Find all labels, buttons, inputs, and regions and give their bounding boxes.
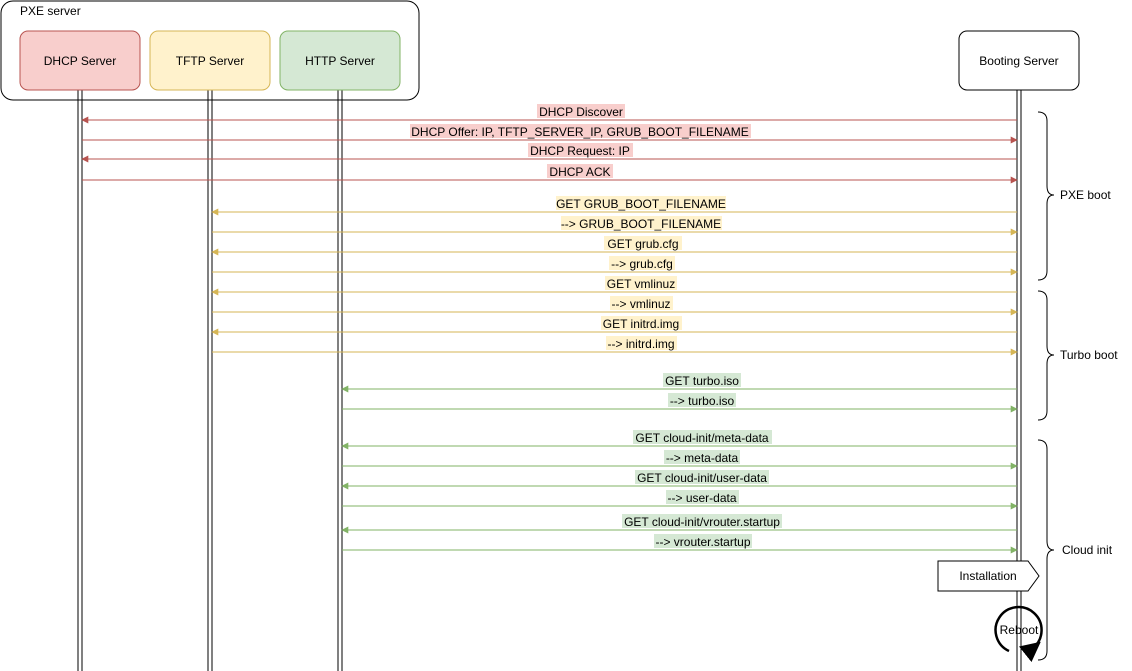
actor-booting-server[interactable]: Booting Server [958, 30, 1080, 91]
actor-tftp-server[interactable]: TFTP Server [149, 30, 271, 91]
brace [1037, 439, 1055, 661]
message-label: GET turbo.iso [665, 374, 739, 388]
message[interactable]: GET vmlinuz [211, 276, 1017, 296]
lifeline-http [337, 90, 343, 671]
message[interactable]: GET cloud-init/meta-data [341, 430, 1017, 450]
reboot-step[interactable]: Reboot [994, 605, 1043, 663]
pxe-server-label: PXE server [20, 4, 81, 18]
actor-http-server[interactable]: HTTP Server [279, 30, 401, 91]
messages: DHCP Discover DHCP Offer: IP, TFTP_SERVE… [81, 104, 1018, 554]
message[interactable]: --> turbo.iso [342, 393, 1018, 413]
message[interactable]: DHCP ACK [82, 164, 1018, 184]
message-label: GET initrd.img [603, 317, 679, 331]
message-label: DHCP ACK [549, 165, 610, 179]
message[interactable]: DHCP Request: IP [81, 143, 1017, 163]
message-label: --> turbo.iso [670, 394, 735, 408]
lifeline-dhcp [77, 90, 83, 671]
message[interactable]: --> GRUB_BOOT_FILENAME [212, 216, 1018, 236]
message-label: --> meta-data [666, 451, 739, 465]
message[interactable]: --> vrouter.startup [342, 534, 1018, 554]
group-pxe-boot: PXE boot [1037, 111, 1111, 281]
message[interactable]: DHCP Offer: IP, TFTP_SERVER_IP, GRUB_BOO… [82, 124, 1018, 144]
message-label: DHCP Offer: IP, TFTP_SERVER_IP, GRUB_BOO… [411, 125, 748, 139]
message[interactable]: GET grub.cfg [211, 236, 1017, 256]
message-label: --> user-data [667, 491, 736, 505]
message[interactable]: GET initrd.img [211, 316, 1017, 336]
message-label: DHCP Request: IP [530, 144, 630, 158]
group-label: Cloud init [1062, 543, 1113, 557]
message-label: GET vmlinuz [607, 277, 675, 291]
message-label: GET cloud-init/meta-data [635, 431, 768, 445]
group-turbo-boot: Turbo boot [1037, 290, 1118, 421]
actor-tftp-label: TFTP Server [176, 54, 244, 68]
brace [1037, 290, 1055, 421]
message[interactable]: --> user-data [342, 490, 1018, 510]
message-label: GET cloud-init/vrouter.startup [624, 515, 780, 529]
reboot-icon [994, 605, 1043, 663]
message[interactable]: GET turbo.iso [341, 373, 1017, 393]
installation-label: Installation [959, 569, 1016, 583]
actor-dhcp-label: DHCP Server [44, 54, 116, 68]
message[interactable]: GET cloud-init/vrouter.startup [341, 514, 1017, 534]
message[interactable]: --> vmlinuz [212, 296, 1018, 316]
actor-boot-label: Booting Server [979, 54, 1058, 68]
group-cloud-init: Cloud init [1037, 439, 1113, 661]
message-label: DHCP Discover [539, 105, 623, 119]
actor-http-label: HTTP Server [305, 54, 375, 68]
message-label: --> vrouter.startup [655, 535, 750, 549]
reboot-label: Reboot [1000, 623, 1039, 637]
message-label: --> vmlinuz [611, 297, 670, 311]
message[interactable]: DHCP Discover [81, 104, 1017, 124]
group-label: PXE boot [1060, 188, 1111, 202]
message[interactable]: --> grub.cfg [212, 256, 1018, 276]
message[interactable]: --> meta-data [342, 450, 1018, 470]
actor-dhcp-server[interactable]: DHCP Server [19, 30, 141, 91]
message[interactable]: GET GRUB_BOOT_FILENAME [211, 196, 1017, 216]
group-label: Turbo boot [1060, 348, 1118, 362]
message-label: --> grub.cfg [611, 257, 673, 271]
lifeline-tftp [207, 90, 213, 671]
message-label: GET cloud-init/user-data [637, 471, 767, 485]
message-label: GET grub.cfg [607, 237, 678, 251]
message-label: --> GRUB_BOOT_FILENAME [561, 217, 721, 231]
message-label: --> initrd.img [607, 337, 674, 351]
message[interactable]: --> initrd.img [212, 336, 1018, 356]
brace [1037, 111, 1055, 281]
installation-step[interactable]: Installation [937, 560, 1040, 592]
message-label: GET GRUB_BOOT_FILENAME [556, 197, 726, 211]
message[interactable]: GET cloud-init/user-data [341, 470, 1017, 490]
